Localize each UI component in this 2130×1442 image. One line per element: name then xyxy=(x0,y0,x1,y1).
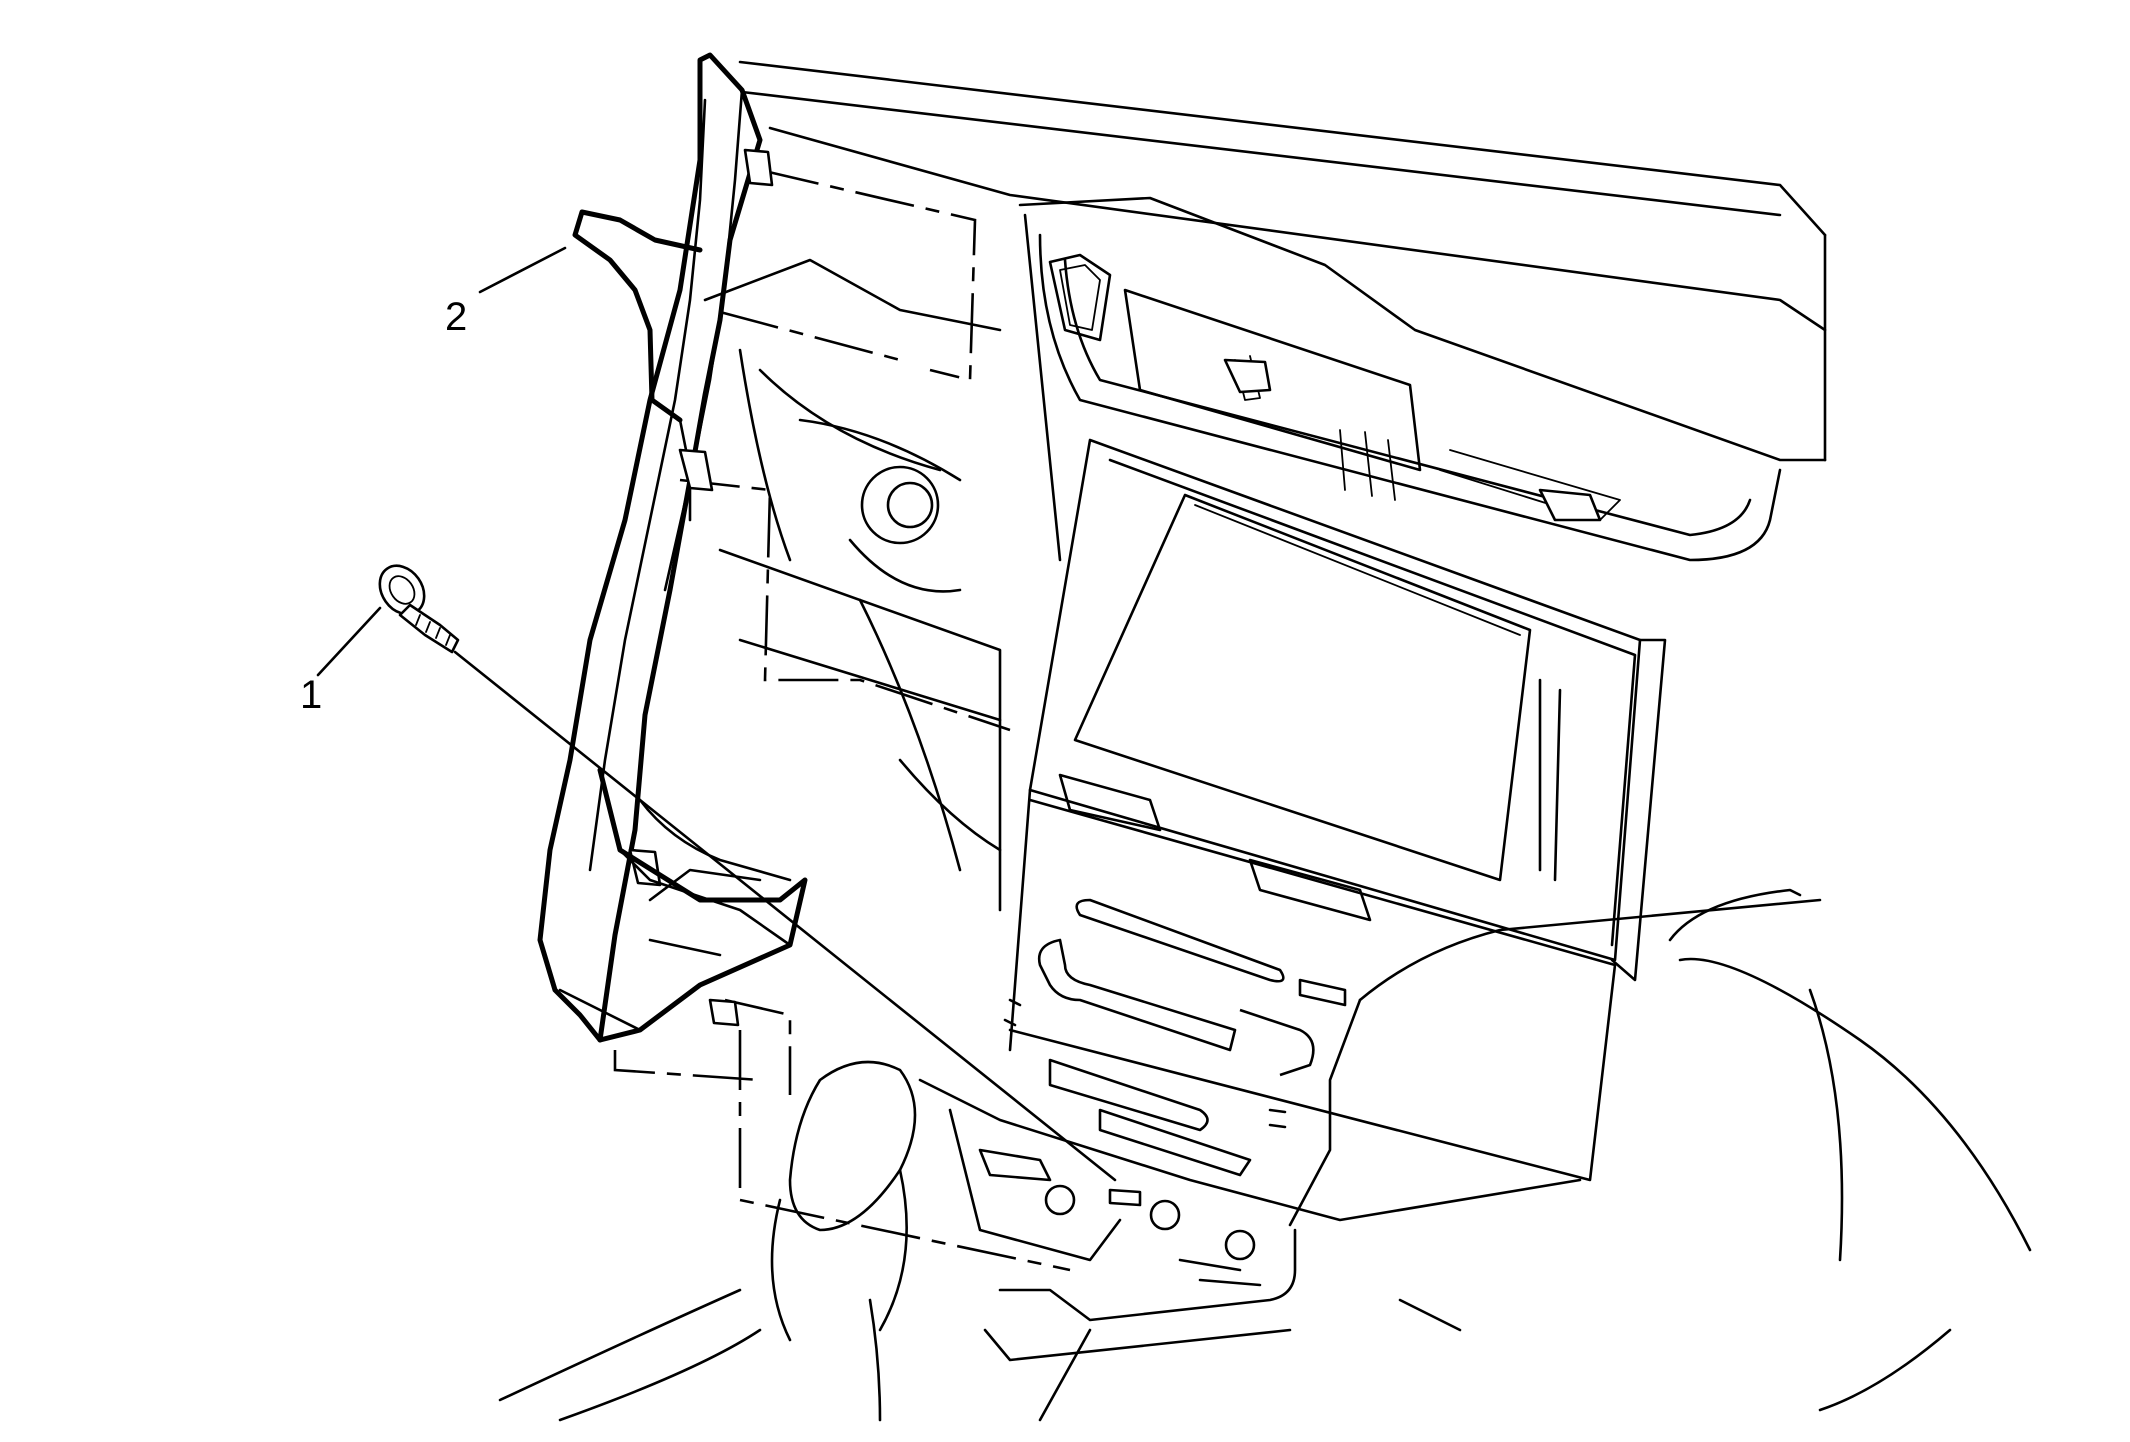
steering-column-shaft xyxy=(848,465,962,593)
control-panel xyxy=(1003,788,1617,1182)
instrument-panel xyxy=(703,60,1827,912)
lower-console xyxy=(498,888,2032,1422)
leader-line-1 xyxy=(316,606,382,677)
callout-1: 1 xyxy=(300,606,382,717)
alignment-lines xyxy=(613,168,1071,1272)
callout-2: 2 xyxy=(445,246,567,339)
fastener-install-line xyxy=(453,650,1117,1182)
infotainment-display xyxy=(1028,438,1667,982)
fastener-bolt-icon xyxy=(378,564,460,654)
callout-2-label: 2 xyxy=(445,295,467,339)
leader-line-2 xyxy=(478,246,567,294)
callout-1-label: 1 xyxy=(300,673,322,717)
trim-panel-part-2 xyxy=(537,52,808,1043)
